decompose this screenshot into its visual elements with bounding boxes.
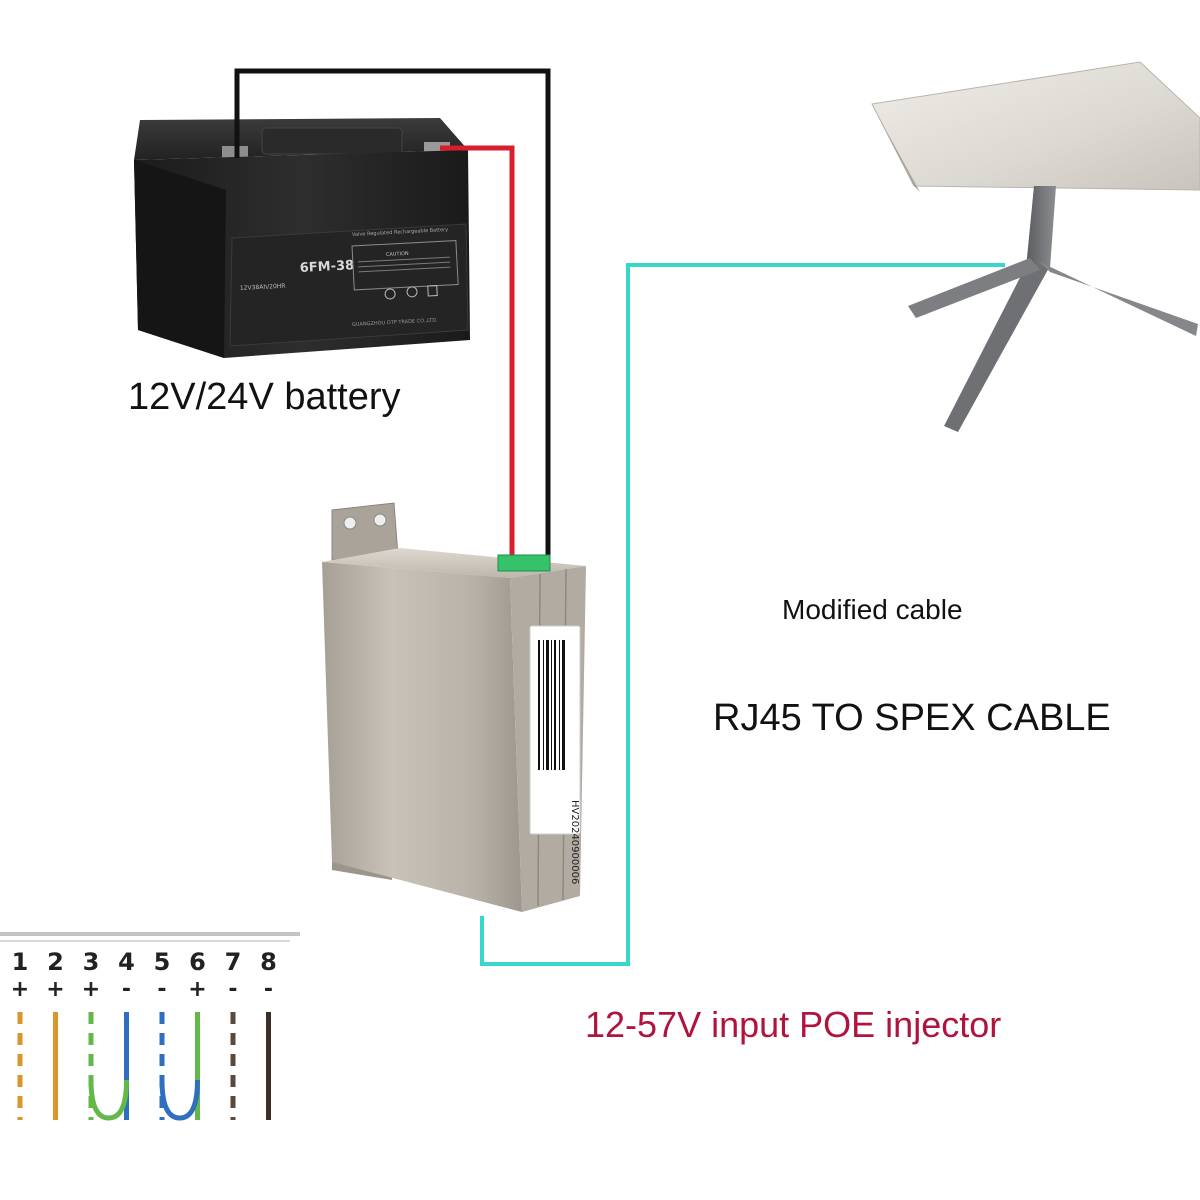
battery-side [134, 160, 226, 358]
pin-polarity: - [122, 977, 131, 1002]
dish-leg-front [944, 262, 1050, 432]
pin-polarity: + [11, 977, 29, 1002]
pin-number: 4 [118, 948, 135, 976]
battery-header-strip: Valve Regulated Rechargeable Battery [352, 227, 449, 238]
satellite-dish [871, 61, 1200, 432]
battery-label-panel [229, 223, 469, 347]
rj45-to-spex-cable [480, 263, 1005, 966]
dish-leg-right [1040, 262, 1198, 336]
pin-number: 3 [83, 948, 100, 976]
pin-polarity: - [264, 977, 273, 1002]
pin-polarity: + [46, 977, 64, 1002]
battery-warning-title: CAUTION [386, 251, 409, 258]
pin-loop-5-6 [159, 1079, 200, 1121]
pin-polarity: - [228, 977, 237, 1002]
modified-cable-label: Modified cable [782, 594, 963, 625]
power-wires [234, 68, 551, 560]
dish-mast [1026, 186, 1056, 268]
pin-number: 8 [260, 948, 277, 976]
pin-number: 7 [225, 948, 242, 976]
black-negative-wire [234, 68, 551, 560]
pin-number: 2 [47, 948, 64, 976]
injector-terminal-block [497, 554, 551, 572]
dish-plate [871, 61, 1200, 191]
dish-leg-left [908, 258, 1040, 318]
red-positive-wire [440, 145, 515, 560]
poe-injector-label: 12-57V input POE injector [585, 1004, 1002, 1045]
pin-number: 5 [154, 948, 171, 976]
pin-loop-3-4 [88, 1079, 129, 1121]
pin-polarity: + [82, 977, 100, 1002]
rj45-pinout: 1+2+3+4-5-6+7-8- [0, 932, 300, 1121]
pin-polarity: - [157, 977, 166, 1002]
rj45-cable-label: RJ45 TO SPEX CABLE [713, 697, 1111, 739]
pin-number: 6 [189, 948, 206, 976]
battery-model-text: 6FM-38 [299, 258, 354, 276]
injector-body [322, 562, 522, 912]
pin-polarity: + [188, 977, 206, 1002]
pin-number: 1 [12, 948, 29, 976]
barcode [538, 640, 565, 770]
recycle-icon [384, 285, 438, 300]
battery-caption: 12V/24V battery [128, 376, 401, 418]
battery-maker-text: GUANGZHOU OTP TRADE CO.,LTD. [352, 317, 438, 328]
battery-rating-text: 12V38Ah/20HR [240, 283, 286, 292]
battery-lid-ridge [261, 127, 403, 155]
serial-number: HV20240900006 [569, 800, 580, 884]
poe-injector: HV20240900006 [322, 502, 586, 912]
battery-warning-lines [357, 256, 451, 273]
battery: 6FM-38 12V38Ah/20HR Valve Regulated Rech… [134, 118, 470, 358]
battery-warning-box [351, 240, 459, 291]
